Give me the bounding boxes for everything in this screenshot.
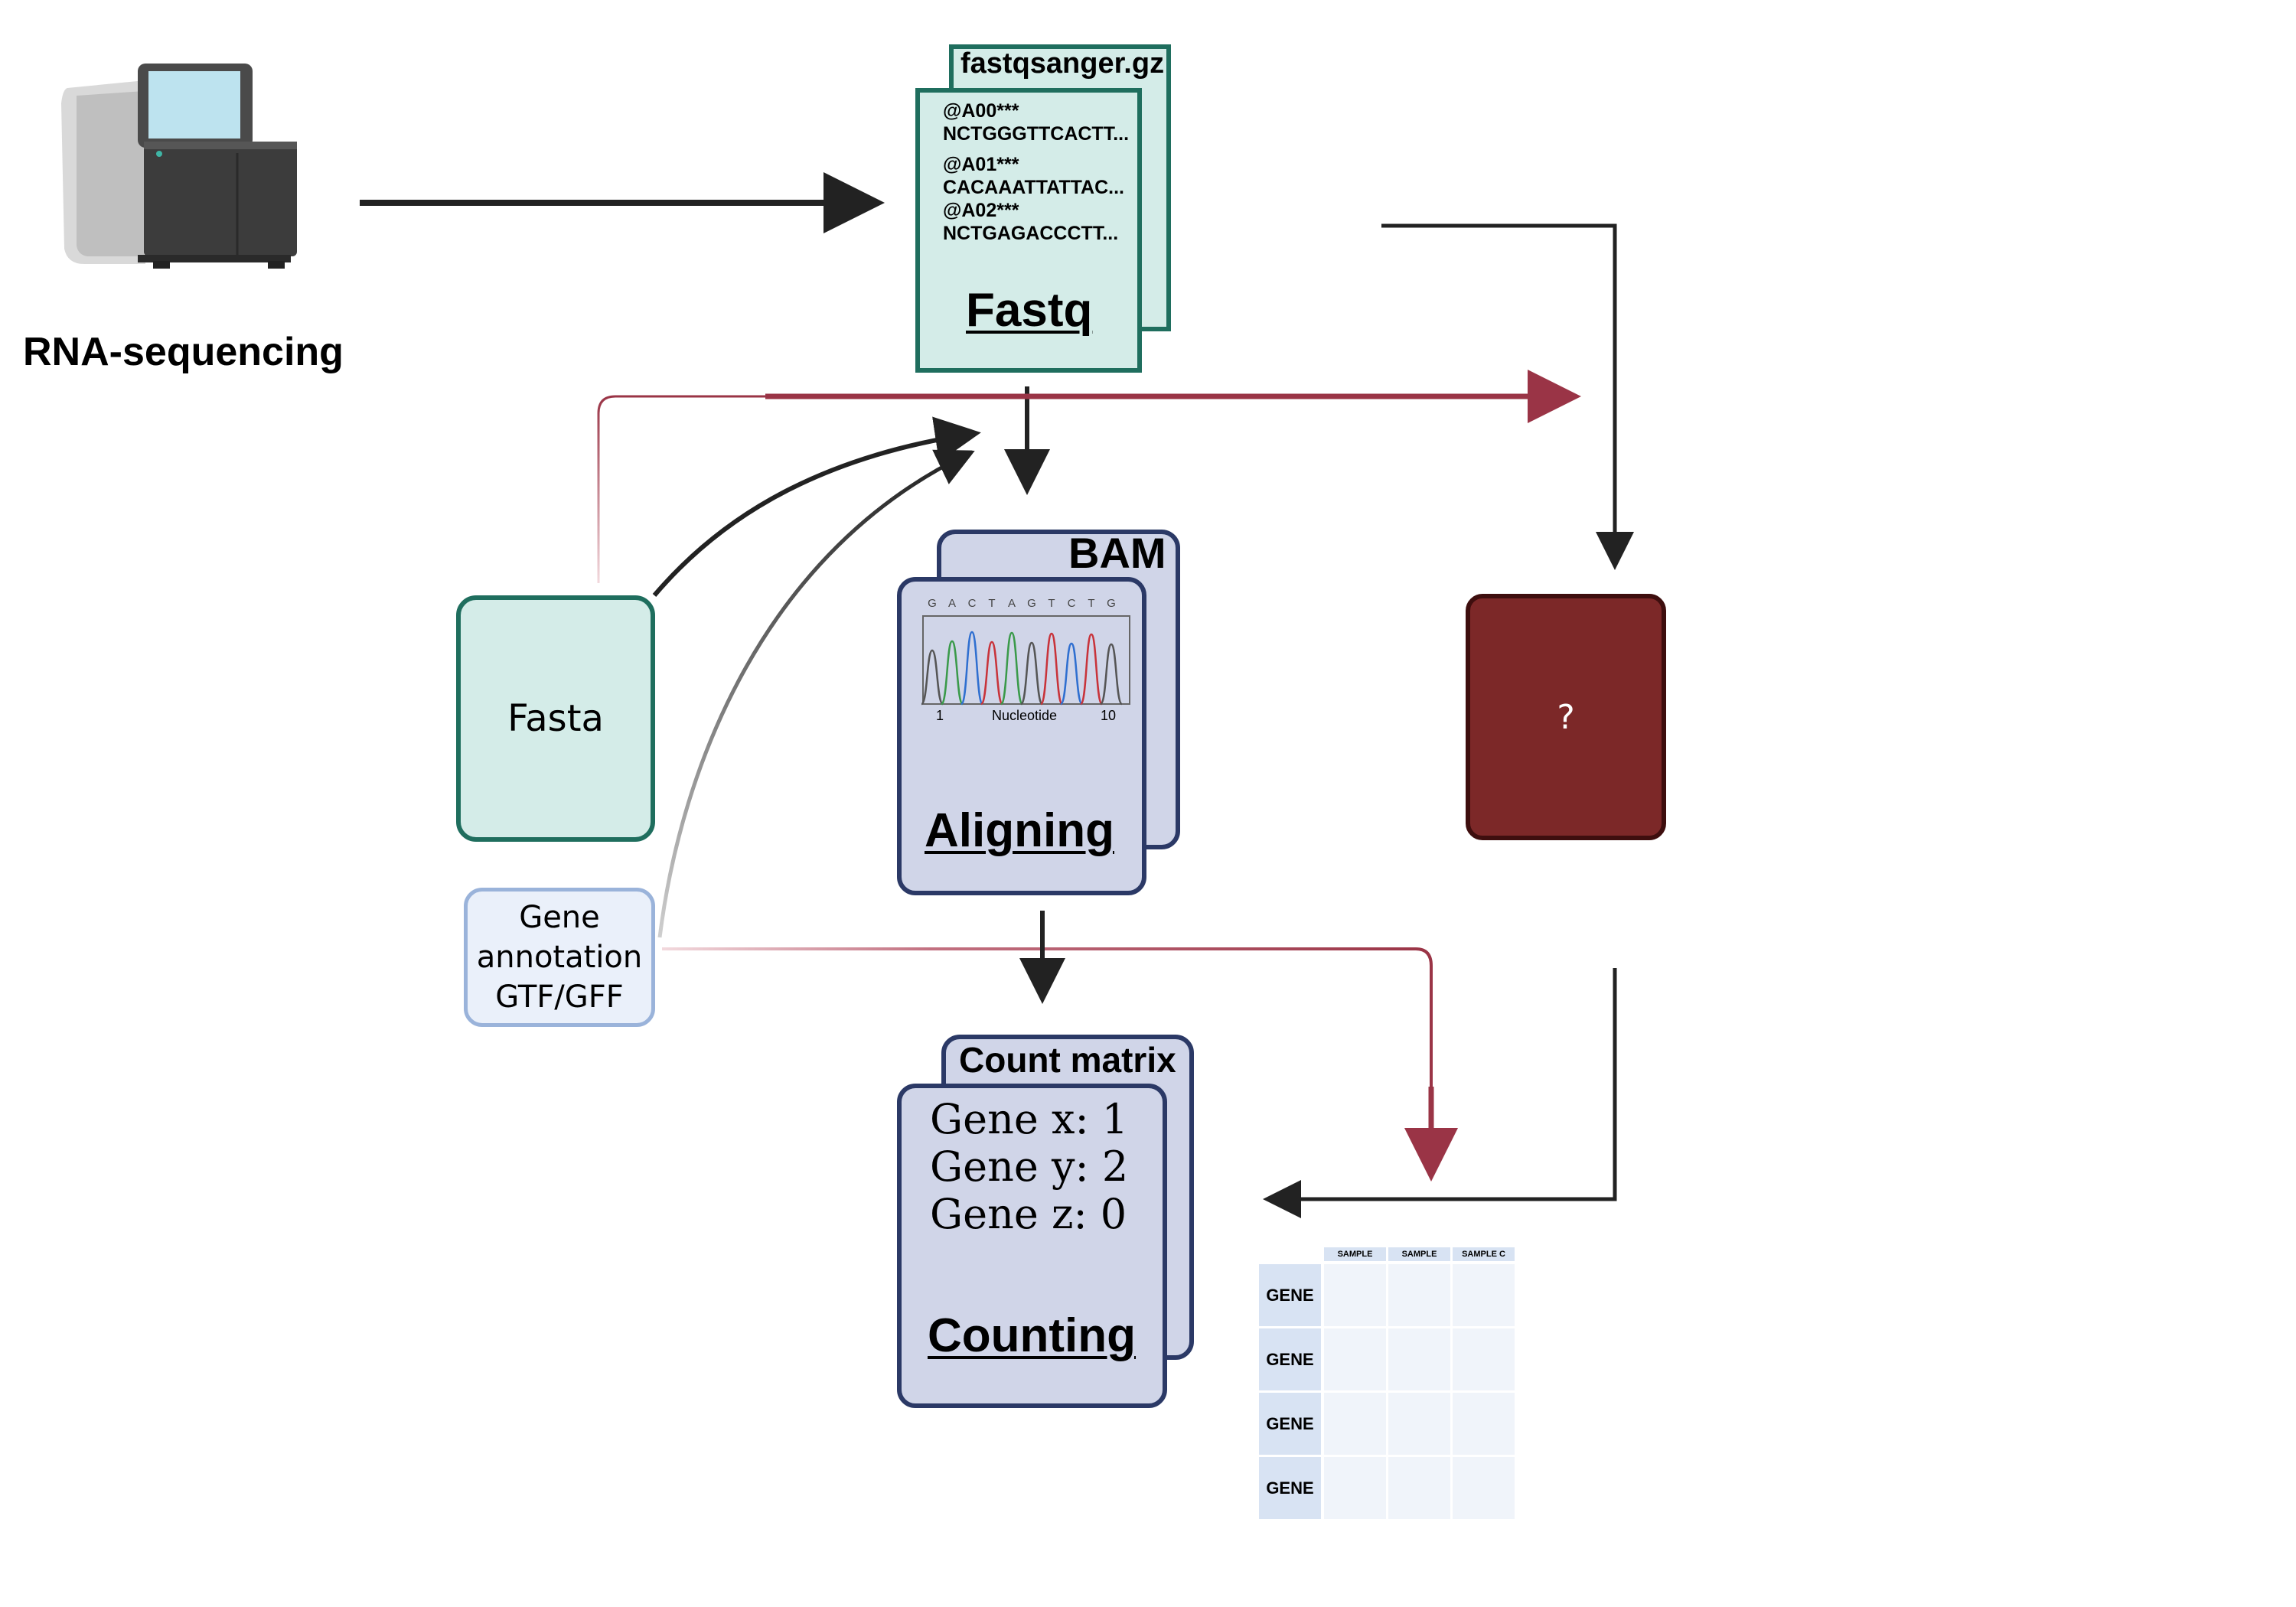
chromatogram-peak [1039,632,1064,706]
fastq-reads: @A00*** NCTGGGTTCACTT... @A01*** CACAAAT… [943,99,1129,245]
chromatogram-base-letter: T [1088,597,1094,610]
matrix-row-header: GENE [1259,1264,1321,1326]
chromatogram-peak [1000,631,1024,706]
unknown-box: ? [1466,594,1666,840]
unknown-label: ? [1557,697,1575,737]
matrix-col-header-label: SAMPLE [1337,1250,1373,1259]
chromatogram-peak [1099,643,1124,706]
count-lines: Gene x: 1 Gene y: 2 Gene z: 0 [930,1096,1128,1238]
counting-title: Counting [928,1309,1137,1362]
chromatogram-peak [940,640,964,706]
arrow-unknown-to-matrix [1263,968,1617,1218]
matrix-cell [1388,1264,1450,1326]
fastq-read-id: @A02*** [943,200,1019,221]
gene-annotation-line: annotation [476,940,643,975]
fastq-read-seq: NCTGAGACCCTT... [943,223,1119,244]
matrix-col-header: SAMPLE [1324,1247,1386,1261]
fastq-read-seq: NCTGGGTTCACTT... [943,123,1130,145]
arrow-gene-annotation-to-aligning [657,449,976,938]
bam-front-card [897,577,1146,895]
matrix-row-header-label: GENE [1266,1349,1314,1369]
fastq-read-id: @A00*** [943,100,1019,122]
chromatogram-base-letter: A [948,597,956,610]
count-line: Gene z: 0 [930,1190,1127,1238]
matrix-cell [1453,1328,1515,1390]
matrix-cell [1324,1264,1386,1326]
chromatogram-peak [1019,641,1044,706]
arrow-gene-annotation-to-matrix-red [662,947,1433,1171]
chromatogram-base-letter: G [928,597,937,610]
matrix-cell [1453,1264,1515,1326]
matrix-col-header-label: SAMPLE [1401,1250,1437,1259]
chromatogram-peak [920,649,944,706]
rna-sequencer-icon [61,64,297,269]
chromatogram-base-letter: A [1008,597,1016,610]
chromatogram-base-letter: C [1068,597,1076,610]
chromatogram-base-letter: T [988,597,995,610]
matrix-row-header: GENE [1259,1393,1321,1455]
matrix-row-header-label: GENE [1266,1285,1314,1305]
sequencer-label: RNA-sequencing [23,330,344,374]
chromatogram-base-letter: C [968,597,977,610]
arrow-fasta-to-unknown-red [597,395,1570,583]
matrix-col-header: SAMPLE C [1453,1247,1515,1261]
matrix-cell [1324,1457,1386,1519]
matrix-cell [1388,1393,1450,1455]
fastq-title: Fastq [966,284,1093,337]
gene-sample-matrix: SAMPLE SAMPLE SAMPLE C GENE GENE GENE GE… [1259,1247,1521,1523]
fasta-label: Fasta [507,697,604,740]
matrix-row-header-label: GENE [1266,1413,1314,1433]
count-front-card [897,1084,1167,1408]
chromatogram-base-letter: T [1048,597,1055,610]
gene-annotation-line: Gene [519,900,600,935]
fastq-read-id: @A01*** [943,154,1019,175]
count-line: Gene y: 2 [930,1143,1129,1191]
chromatogram-peak [1079,633,1104,706]
chromatogram-axis-start: 1 [936,708,944,723]
arrow-fastq-to-unknown [1381,223,1634,570]
chromatogram-peak [980,641,1004,706]
chromatogram-base-letter: G [1027,597,1036,610]
fastq-read-seq: CACAAATTATTAC... [943,177,1124,198]
bam-tab-label: BAM [1068,529,1166,577]
fasta-box: Fasta [456,595,655,842]
matrix-cell [1453,1393,1515,1455]
matrix-row-header: GENE [1259,1457,1321,1519]
matrix-cell [1388,1457,1450,1519]
matrix-cell [1324,1328,1386,1390]
chromatogram-base-letter: G [1107,597,1116,610]
matrix-cell [1388,1328,1450,1390]
matrix-row-header: GENE [1259,1328,1321,1390]
matrix-cell [1324,1393,1386,1455]
gene-annotation-line: GTF/GFF [495,980,624,1015]
matrix-col-header-label: SAMPLE C [1462,1250,1505,1259]
gene-annotation-box: Gene annotation GTF/GFF [464,888,655,1027]
count-line: Gene x: 1 [930,1095,1129,1143]
matrix-row-header-label: GENE [1266,1478,1314,1498]
fastq-front-card [915,88,1142,373]
aligning-title: Aligning [925,804,1114,857]
chromatogram-peak [1059,642,1084,706]
chromatogram-axis-label: Nucleotide [992,708,1058,723]
chromatogram-peak [960,631,984,706]
matrix-col-header: SAMPLE [1388,1247,1450,1261]
fastq-tab-label: fastqsanger.gz [960,47,1165,80]
count-tab-label: Count matrix [959,1040,1176,1080]
arrow-fasta-to-aligning [652,416,981,597]
chromatogram-axis-end: 10 [1101,708,1117,723]
matrix-cell [1453,1457,1515,1519]
